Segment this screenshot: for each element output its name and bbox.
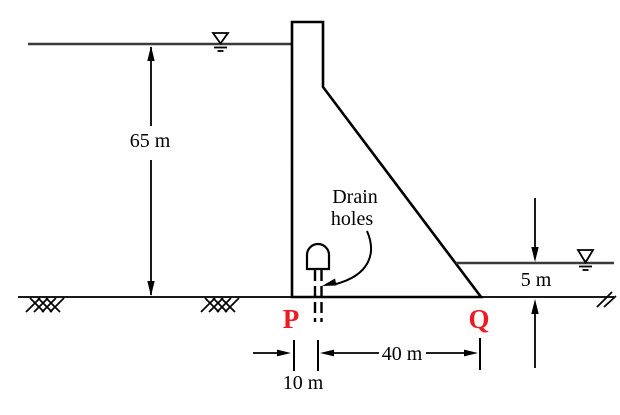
- ground-hatch-left: [25, 297, 65, 313]
- drain-leader-arrow: [335, 230, 372, 285]
- dam-body: [290, 20, 484, 299]
- drain-gallery-outline: [305, 242, 331, 271]
- ground-hatch-right: [596, 291, 617, 308]
- upstream-depth-label: 65 m: [130, 130, 171, 152]
- tailwater-depth-label: 5 m: [521, 269, 552, 291]
- base-dimension: 40 m 10 m: [253, 338, 481, 394]
- drain-label-line1: Drain: [332, 186, 378, 208]
- upstream-depth-dimension: 65 m: [130, 46, 171, 296]
- point-p-label: P: [283, 304, 300, 334]
- toe-distance-label: 40 m: [382, 343, 423, 365]
- ground-hatch-middle: [200, 297, 240, 313]
- drain-label-line2: holes: [331, 208, 373, 230]
- heel-distance-label: 10 m: [283, 372, 324, 394]
- water-level-icon-tailwater: [576, 249, 595, 271]
- point-q-label: Q: [468, 304, 489, 334]
- tailwater-depth-dimension: 5 m: [521, 198, 552, 368]
- water-level-icon: [211, 32, 230, 52]
- drain-leader-arrowhead-icon: [322, 278, 337, 286]
